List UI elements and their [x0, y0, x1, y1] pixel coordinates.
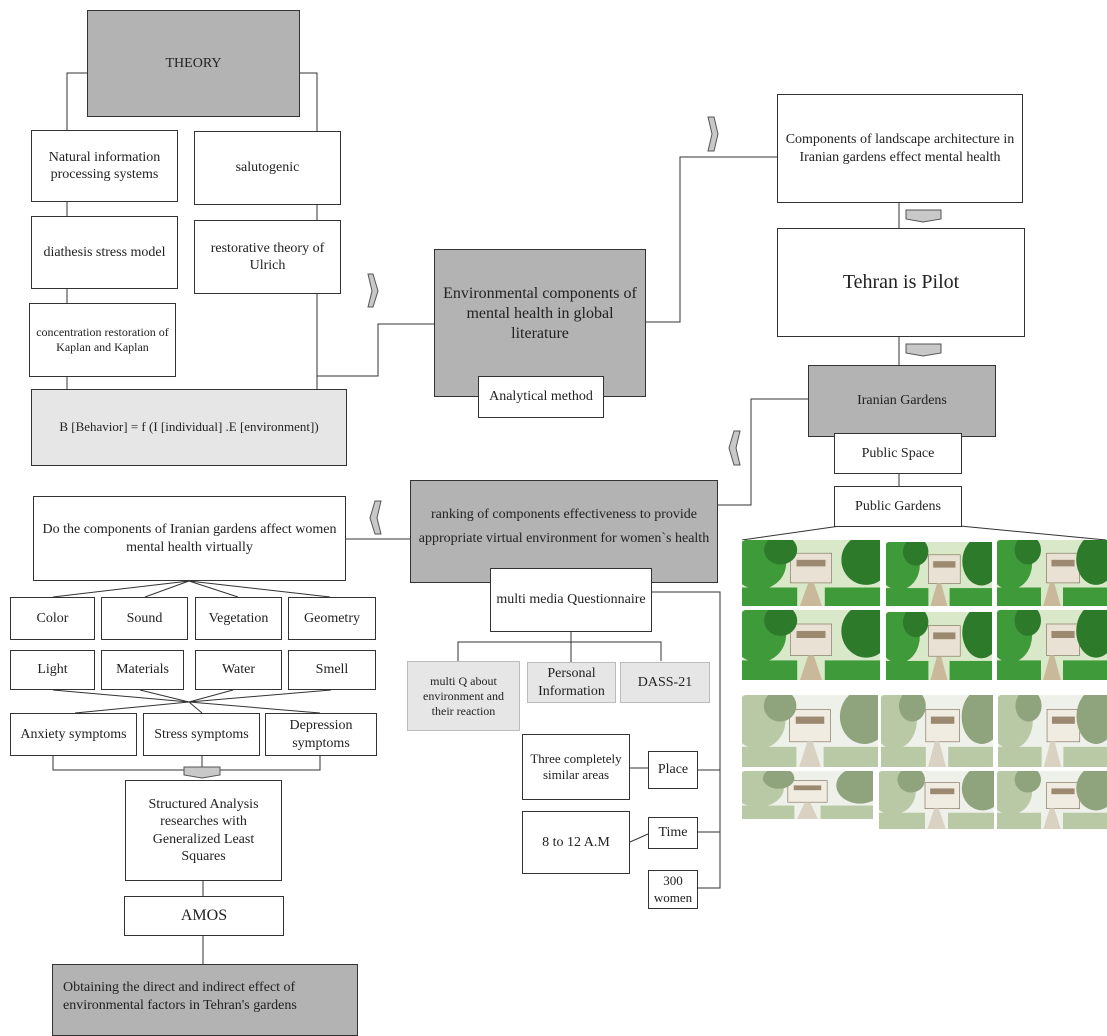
- component-geometry: Geometry: [288, 597, 376, 640]
- iranian-gardens-box: Iranian Gardens: [808, 365, 996, 437]
- time-box: Time: [648, 817, 698, 849]
- symptom-stress: Stress symptoms: [143, 713, 260, 756]
- component-label: Materials: [116, 662, 169, 678]
- public-gardens-box: Public Gardens: [834, 486, 962, 527]
- natural-info-box: Natural information processing systems: [31, 130, 178, 202]
- garden-photo: [998, 695, 1107, 767]
- questionnaire-label: multi media Questionnaire: [496, 592, 646, 608]
- component-water: Water: [195, 650, 282, 690]
- dass-label: DASS-21: [637, 674, 693, 690]
- component-label: Water: [221, 662, 256, 678]
- component-sound: Sound: [101, 597, 188, 640]
- questionnaire-box: multi media Questionnaire: [490, 568, 652, 632]
- kaplan-box: concentration restoration of Kaplan and …: [29, 303, 176, 377]
- component-label: Sound: [126, 610, 163, 626]
- women-label: 300 women: [653, 873, 693, 905]
- areas-label: Three completely similar areas: [530, 750, 622, 782]
- component-smell: Smell: [288, 650, 376, 690]
- restorative-box: restorative theory of Ulrich: [194, 220, 341, 294]
- analysis-box: Structured Analysis researches with Gene…: [125, 780, 282, 881]
- iranian-gardens-label: Iranian Gardens: [857, 393, 947, 409]
- personal-info-label: Personal Information: [538, 666, 605, 699]
- time-label: Time: [658, 825, 688, 841]
- chevron-arrow-icon: [183, 116, 942, 779]
- hours-box: 8 to 12 A.M: [522, 811, 630, 874]
- symptom-label: Stress symptoms: [154, 726, 249, 742]
- garden-photo: [881, 695, 993, 767]
- analysis-label: Structured Analysis researches with Gene…: [148, 796, 259, 865]
- diathesis-label: diathesis stress model: [43, 244, 166, 260]
- garden-photo: [742, 771, 873, 819]
- component-label: Color: [36, 610, 69, 626]
- garden-photo: [879, 771, 994, 829]
- component-label: Vegetation: [208, 610, 269, 626]
- garden-photo: [886, 612, 992, 680]
- garden-photo: [997, 771, 1107, 829]
- analytical-method-label: Analytical method: [489, 389, 593, 405]
- garden-photo: [997, 610, 1107, 680]
- amos-label: AMOS: [180, 907, 228, 924]
- formula-box: B [Behavior] = f (I [individual] .E [env…: [31, 389, 347, 466]
- multi-q-label: multi Q about environment and their reac…: [423, 673, 504, 718]
- landscape-label: Components of landscape architecture in …: [785, 132, 1015, 165]
- symptom-label: Anxiety symptoms: [20, 726, 127, 742]
- public-space-label: Public Space: [861, 445, 935, 461]
- pilot-label: Tehran is Pilot: [842, 271, 960, 293]
- garden-photo: [742, 695, 878, 767]
- public-space-box: Public Space: [834, 433, 962, 474]
- diathesis-box: diathesis stress model: [31, 216, 178, 289]
- result-box: Obtaining the direct and indirect effect…: [52, 964, 358, 1036]
- restorative-label: restorative theory of Ulrich: [210, 240, 325, 274]
- symptom-label: Depression symptoms: [289, 718, 353, 751]
- garden-photo: [742, 610, 880, 680]
- component-label: Smell: [315, 662, 349, 678]
- component-label: Geometry: [304, 610, 360, 626]
- formula-label: B [Behavior] = f (I [individual] .E [env…: [59, 419, 319, 435]
- place-label: Place: [657, 762, 689, 778]
- public-gardens-label: Public Gardens: [855, 498, 941, 514]
- symptom-depression: Depression symptoms: [265, 713, 377, 756]
- hours-label: 8 to 12 A.M: [542, 834, 610, 850]
- salutogenic-box: salutogenic: [194, 131, 341, 205]
- place-box: Place: [648, 751, 698, 789]
- component-light: Light: [10, 650, 95, 690]
- garden-photo: [997, 540, 1107, 606]
- kaplan-label: concentration restoration of Kaplan and …: [36, 325, 169, 354]
- amos-box: AMOS: [124, 896, 284, 936]
- component-label: Light: [37, 662, 68, 678]
- natural-info-label: Natural information processing systems: [48, 149, 161, 183]
- salutogenic-label: salutogenic: [235, 160, 300, 176]
- personal-info-box: Personal Information: [527, 662, 616, 703]
- ranking-box: ranking of components effectiveness to p…: [410, 480, 718, 583]
- theory-box: THEORY: [87, 10, 300, 117]
- analytical-method-box: Analytical method: [478, 376, 604, 418]
- dass-box: DASS-21: [620, 662, 710, 703]
- garden-photo: [742, 540, 880, 606]
- symptom-anxiety: Anxiety symptoms: [10, 713, 137, 756]
- multi-q-box: multi Q about environment and their reac…: [407, 661, 520, 731]
- ranking-label: ranking of components effectiveness to p…: [418, 507, 710, 546]
- women-box: 300 women: [648, 870, 698, 909]
- env-components-box: Environmental components of mental healt…: [434, 249, 646, 397]
- landscape-box: Components of landscape architecture in …: [777, 94, 1023, 203]
- areas-box: Three completely similar areas: [522, 734, 630, 800]
- env-components-label: Environmental components of mental healt…: [443, 285, 637, 342]
- question-box: Do the components of Iranian gardens aff…: [33, 496, 346, 581]
- component-color: Color: [10, 597, 95, 640]
- component-vegetation: Vegetation: [195, 597, 282, 640]
- pilot-box: Tehran is Pilot: [777, 228, 1025, 337]
- theory-title: THEORY: [165, 55, 222, 71]
- component-materials: Materials: [101, 650, 184, 690]
- question-label: Do the components of Iranian gardens aff…: [42, 522, 337, 555]
- garden-photo: [886, 542, 992, 606]
- result-label: Obtaining the direct and indirect effect…: [63, 980, 297, 1013]
